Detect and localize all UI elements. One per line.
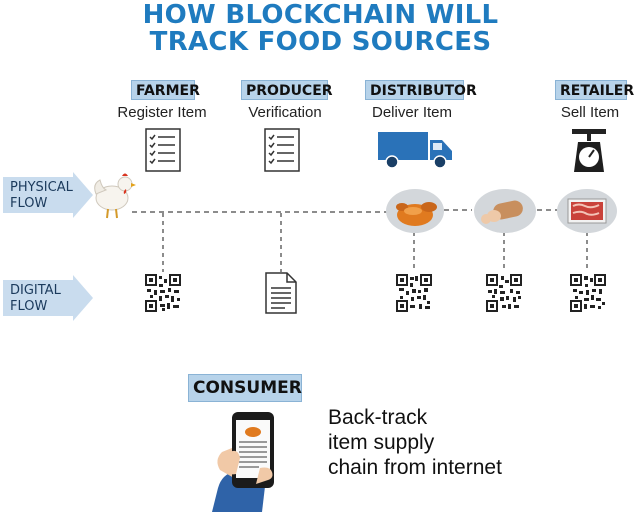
checklist-icon [264, 128, 300, 172]
qr-code-icon [145, 274, 181, 312]
scale-icon [572, 129, 606, 172]
role-farmer: FARMER [131, 80, 200, 100]
action-producer: Verification [248, 104, 322, 121]
roast-chicken-icon [386, 189, 444, 233]
action-distributor: Deliver Item [371, 104, 453, 121]
physical-flow-label: PHYSICAL FLOW [10, 180, 73, 211]
action-farmer: Register Item [117, 104, 207, 121]
document-icon [265, 272, 297, 314]
consumer-badge: CONSUMER [188, 374, 302, 402]
chicken-icon [94, 173, 136, 219]
qr-code-icon [570, 274, 606, 312]
role-producer: PRODUCER [241, 80, 333, 100]
truck-icon [378, 132, 452, 169]
physical-flow-arrow [3, 172, 93, 218]
smartphone-icon [212, 412, 274, 512]
sausage-icon [474, 189, 536, 233]
digital-flow-label: DIGITAL FLOW [10, 283, 61, 314]
qr-code-icon [486, 274, 522, 312]
checklist-icon [145, 128, 181, 172]
digital-flow-arrow [3, 275, 93, 321]
role-distributor: DISTRIBUTOR [365, 80, 477, 100]
title-line-1: HOW BLOCKCHAIN WILL [142, 0, 499, 30]
qr-code-icon [396, 274, 432, 312]
meat-package-icon [557, 189, 617, 233]
title-line-2: TRACK FOOD SOURCES [149, 27, 492, 57]
consumer-description: Back-track item supply chain from intern… [328, 406, 502, 479]
action-retailer: Sell Item [560, 104, 620, 121]
role-retailer: RETAILER [555, 80, 634, 100]
